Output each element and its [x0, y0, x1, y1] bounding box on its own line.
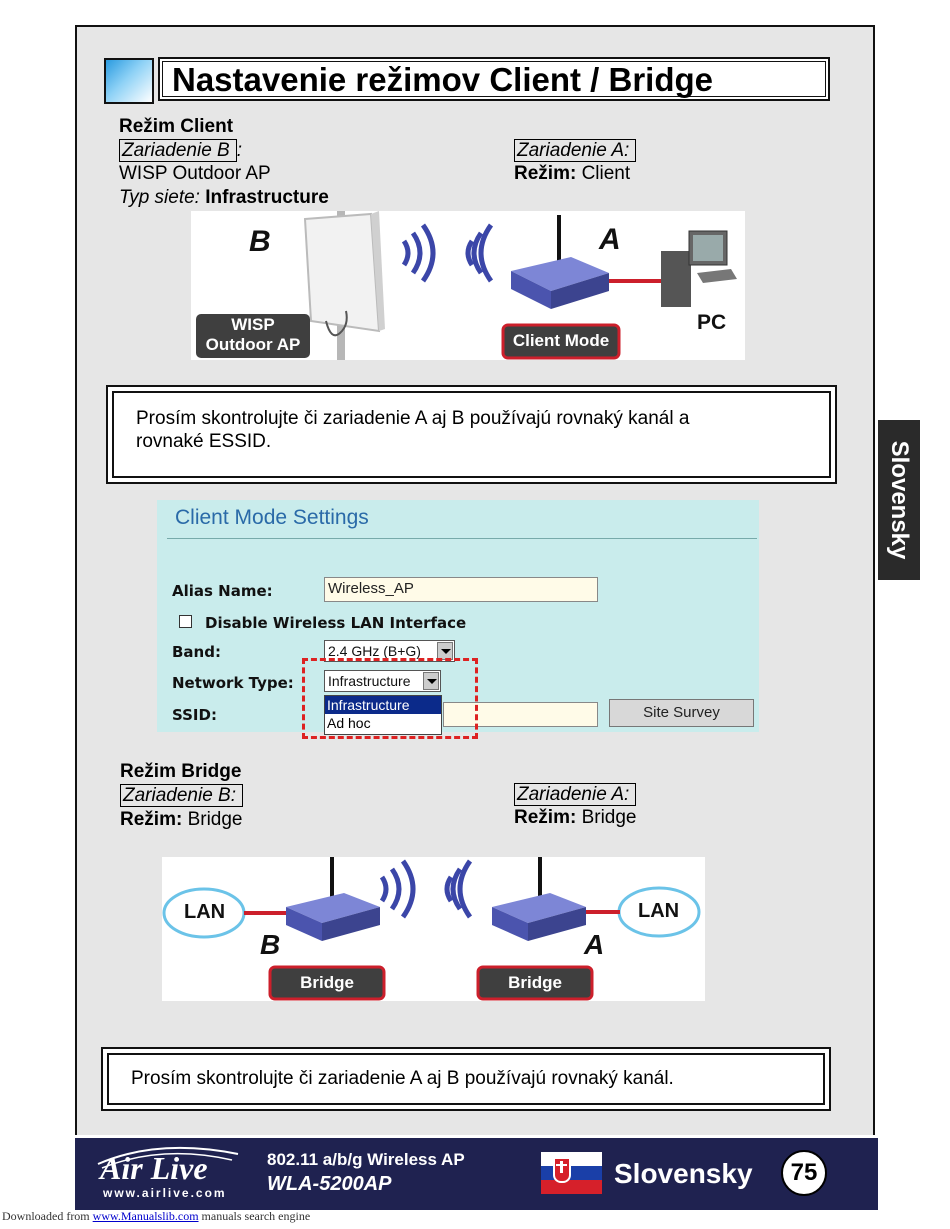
slovak-flag-icon	[541, 1152, 602, 1194]
bridge-badge-left: Bridge	[300, 973, 354, 992]
wisp-badge: WISP Outdoor AP	[196, 315, 310, 355]
router-icon-a	[492, 857, 586, 941]
bridge-mode-diagram: LAN LAN B A Bridge Bridge	[162, 857, 705, 1001]
footer-language: Slovensky	[614, 1158, 753, 1189]
diagram-label-a: A	[599, 223, 621, 256]
highlight-dashed-box	[302, 658, 478, 739]
bridge-device-a-row: Zariadenie A:	[514, 783, 637, 806]
client-heading: Režim Client	[119, 116, 234, 137]
diagram-label-b: B	[249, 225, 271, 258]
footer-bar	[75, 1135, 878, 1210]
note-channel-line1: Prosím skontrolujte či zariadenie A aj B…	[131, 1068, 674, 1089]
alias-name-label: Alias Name:	[172, 582, 273, 600]
logo-text: Air Live	[100, 1150, 208, 1186]
disable-wlan-label: Disable Wireless LAN Interface	[205, 614, 467, 632]
bridge-mode-b-row: Režim: Bridge	[120, 808, 243, 831]
download-suffix: manuals search engine	[201, 1209, 311, 1223]
network-type-select-value: Infrastructure	[328, 673, 411, 689]
pc-label: PC	[697, 311, 727, 334]
network-type-select[interactable]: Infrastructure	[324, 670, 441, 692]
title-decoration	[104, 58, 154, 104]
ssid-label: SSID:	[172, 706, 217, 724]
wisp-badge-line2: Outdoor AP	[205, 335, 301, 354]
client-mode-badge: Client Mode	[512, 331, 610, 350]
page-number: 75	[781, 1150, 827, 1196]
download-source: Downloaded from www.Manualslib.com manua…	[2, 1209, 310, 1224]
client-mode-label: Režim:	[514, 163, 577, 184]
bridge-label-b: B	[260, 929, 281, 960]
alias-name-input[interactable]: Wireless_AP	[324, 577, 598, 602]
bridge-mode-a-row: Režim: Bridge	[514, 806, 637, 829]
model-name: WLA-5200AP	[267, 1173, 392, 1195]
dropdown-option-infrastructure[interactable]: Infrastructure	[325, 696, 441, 714]
network-type-value: Infrastructure	[205, 187, 329, 208]
client-device-b-colon: :	[236, 140, 243, 161]
note-essid-line1: Prosím skontrolujte či zariadenie A aj B…	[136, 408, 690, 429]
disable-wlan-checkbox[interactable]	[179, 615, 192, 628]
band-select[interactable]: 2.4 GHz (B+G)	[324, 640, 455, 662]
bridge-device-b-row: Zariadenie B:	[120, 784, 244, 807]
page-title-box: Nastavenie režimov Client / Bridge	[158, 57, 830, 101]
pc-icon	[661, 230, 737, 307]
page-title: Nastavenie režimov Client / Bridge	[172, 61, 714, 98]
outdoor-ap-icon	[303, 211, 385, 360]
client-device-b-label: Zariadenie B	[119, 139, 237, 162]
dropdown-option-adhoc[interactable]: Ad hoc	[327, 715, 371, 731]
chevron-down-icon	[423, 672, 439, 690]
network-type-label: Typ siete:	[119, 187, 200, 208]
bridge-mode-a-value: Bridge	[581, 807, 637, 828]
client-device-a-label: Zariadenie A:	[514, 139, 637, 162]
lan-label-left: LAN	[184, 901, 226, 923]
band-label: Band:	[172, 643, 221, 661]
bridge-heading: Režim Bridge	[120, 761, 242, 782]
network-type-dropdown[interactable]: Infrastructure Ad hoc	[324, 695, 442, 735]
lan-label-right: LAN	[638, 900, 680, 922]
note-essid-line2: rovnaké ESSID.	[136, 431, 272, 452]
client-device-b-name: WISP Outdoor AP	[119, 163, 271, 184]
wireless-waves-icon	[379, 859, 473, 919]
client-mode-settings-panel: Client Mode Settings Alias Name: Wireles…	[157, 500, 759, 739]
language-side-tab: Slovensky	[878, 420, 920, 580]
product-line: 802.11 a/b/g Wireless AP	[267, 1150, 465, 1169]
download-prefix: Downloaded from	[2, 1209, 90, 1223]
bridge-mode-b-label: Režim:	[120, 809, 183, 830]
client-mode-value: Client	[581, 163, 631, 184]
band-select-value: 2.4 GHz (B+G)	[328, 643, 421, 659]
client-mode-row: Režim: Client	[514, 162, 630, 185]
ssid-input[interactable]	[443, 702, 598, 727]
bridge-label-a: A	[584, 929, 605, 960]
bridge-badge-right: Bridge	[508, 973, 562, 992]
client-network-type: Typ siete: Infrastructure	[119, 186, 329, 209]
bridge-device-a-label: Zariadenie A:	[514, 783, 637, 806]
language-side-tab-label: Slovensky	[886, 440, 913, 560]
note-channel: Prosím skontrolujte či zariadenie A aj B…	[101, 1047, 831, 1111]
client-mode-diagram: B A WISP Outdoor AP Client Mode PC	[191, 211, 745, 360]
logo-url: www.airlive.com	[103, 1186, 227, 1200]
client-router-icon	[511, 215, 609, 309]
client-device-a-row: Zariadenie A:	[514, 139, 637, 162]
site-survey-button[interactable]: Site Survey	[609, 699, 754, 727]
router-icon-b	[286, 857, 380, 941]
wisp-badge-line1: WISP	[231, 315, 275, 334]
client-device-b-row: Zariadenie B:	[119, 139, 242, 162]
note-essid: Prosím skontrolujte či zariadenie A aj B…	[106, 385, 837, 484]
manualslib-link[interactable]: www.Manualslib.com	[92, 1209, 199, 1223]
bridge-device-b-label: Zariadenie B:	[120, 784, 244, 807]
wireless-waves-icon	[401, 223, 494, 283]
bridge-mode-b-value: Bridge	[187, 809, 243, 830]
settings-header: Client Mode Settings	[175, 506, 369, 529]
bridge-mode-a-label: Režim:	[514, 807, 577, 828]
network-type-field-label: Network Type:	[172, 674, 294, 692]
